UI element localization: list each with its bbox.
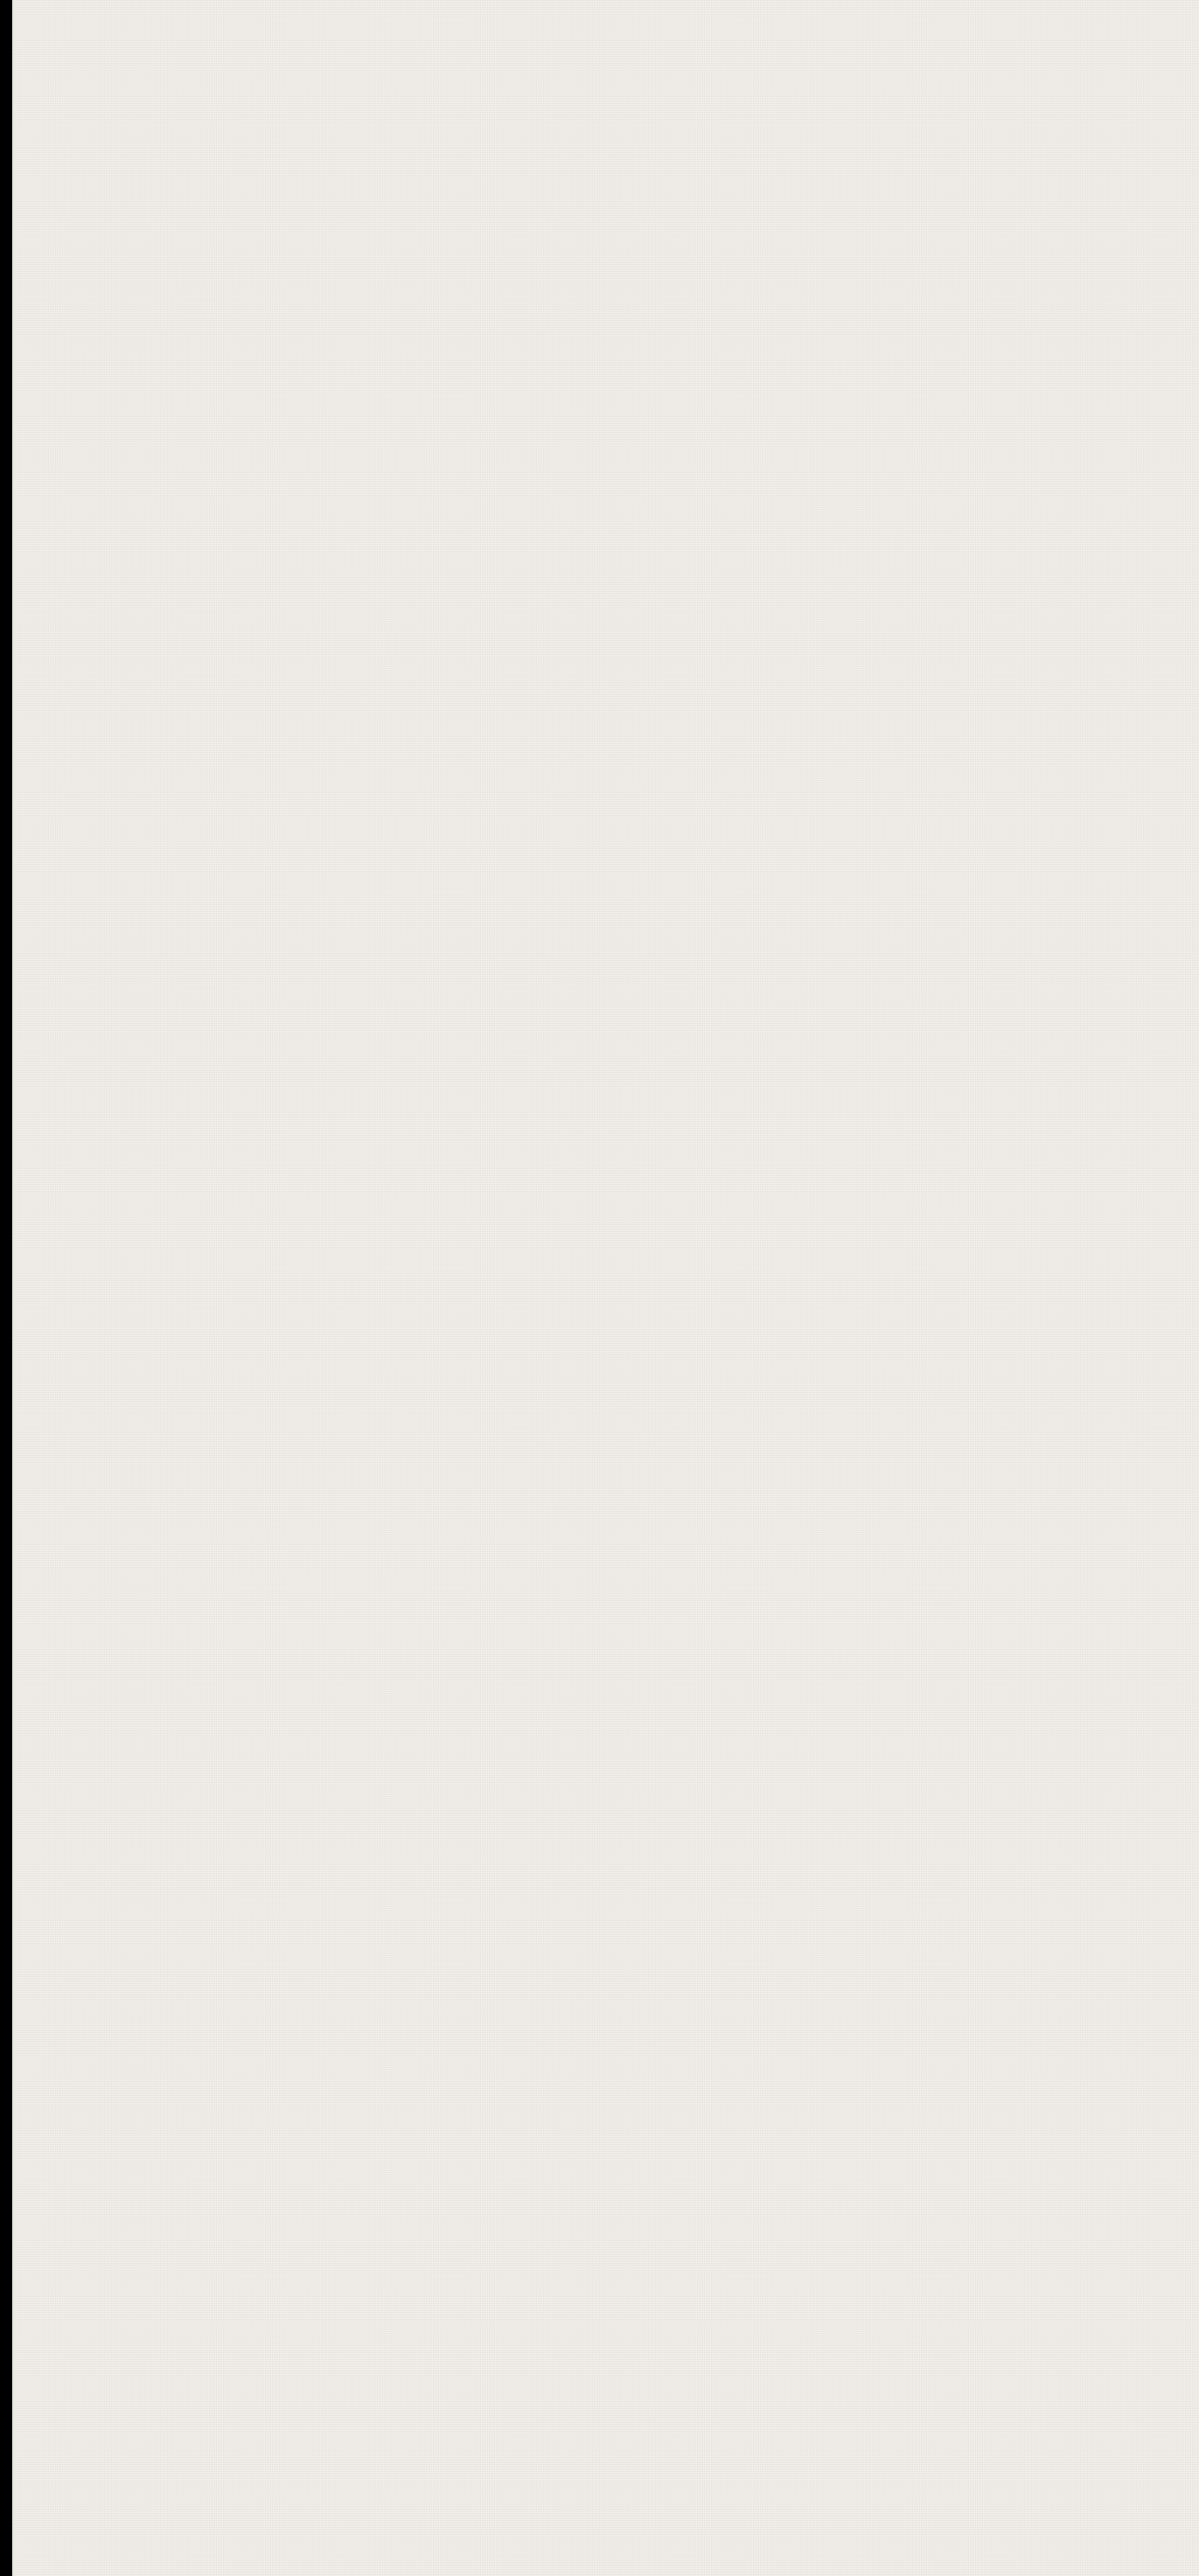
window-left-edge [0,0,12,2576]
